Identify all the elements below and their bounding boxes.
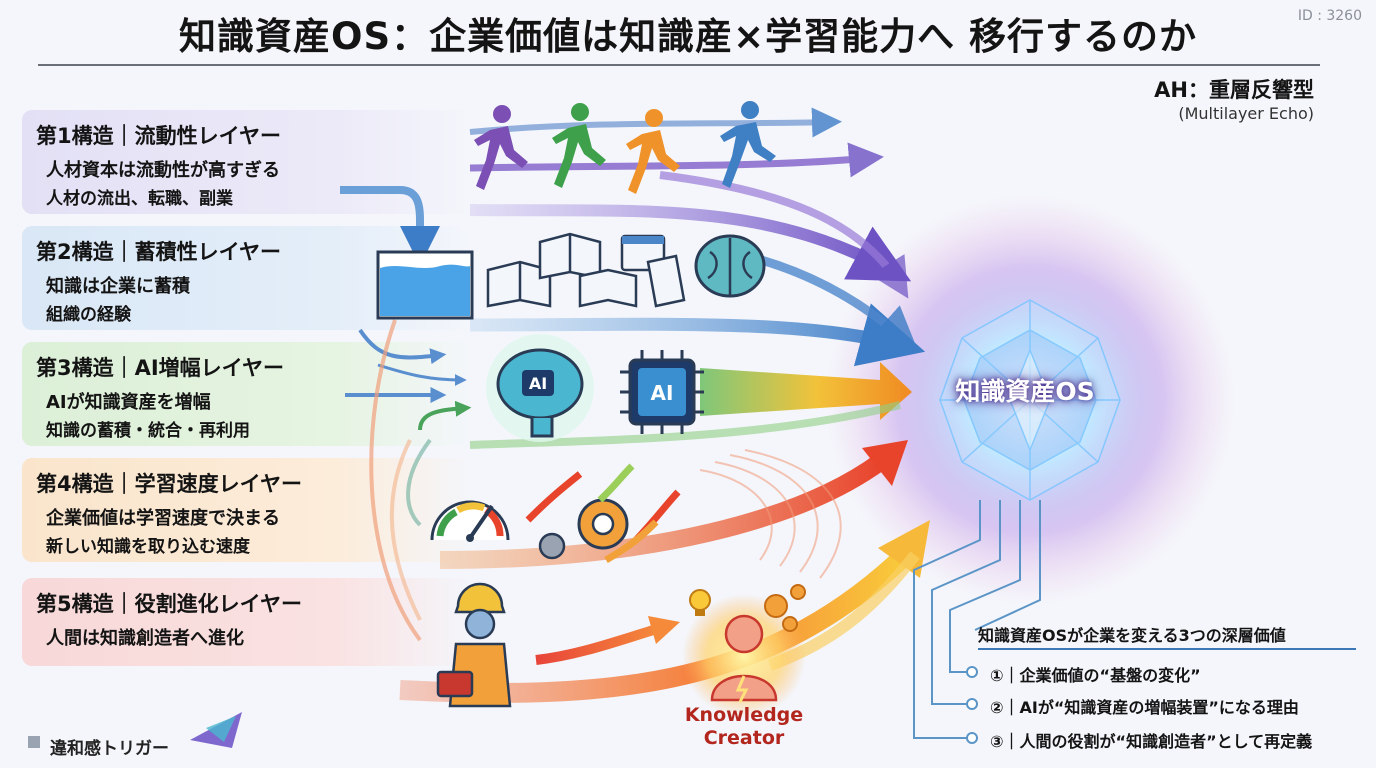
knowledge-creator-line1: Knowledge <box>684 704 804 726</box>
circuit-lines <box>913 500 1041 739</box>
knowledge-creator-line2: Creator <box>703 727 785 749</box>
runner-icon <box>474 101 776 194</box>
layer-2-line2: 組織の経験 <box>46 305 131 325</box>
growth-arrows-icon <box>525 463 681 564</box>
worker-icon <box>436 582 512 708</box>
value-item-3: ③｜人間の役割が“知識創造者”として再定義 <box>990 732 1313 751</box>
speedometer-icon <box>430 500 510 542</box>
layer-2-line1: 知識は企業に蓄積 <box>46 276 190 297</box>
knowledge-os-core <box>939 299 1121 501</box>
bucket-icon <box>376 250 474 320</box>
os-center-label: 知識資産OS <box>955 377 1095 406</box>
knowledge-creator-icon <box>682 594 806 718</box>
gears-icon <box>764 584 806 632</box>
value-item-2: ②｜AIが“知識資産の増幅装置”になる理由 <box>990 698 1299 717</box>
layer-2-title: 第2構造｜蓄積性レイヤー <box>36 240 281 264</box>
layer-3-line1: AIが知識資産を増幅 <box>46 392 211 413</box>
layer-3-line2: 知識の蓄積・統合・再利用 <box>46 421 250 441</box>
brain-icon <box>694 234 766 298</box>
page-id: ID : 3260 <box>1297 8 1362 24</box>
layer-4-line2: 新しい知識を取り込む速度 <box>46 537 250 557</box>
document-icon <box>620 234 686 308</box>
brand-logo-icon <box>28 712 242 748</box>
title-divider <box>38 64 1320 66</box>
layer-4-line1: 企業価値は学習速度で決まる <box>46 508 280 529</box>
knowledge-creator-label: Knowledge Creator <box>664 704 824 750</box>
value-item-1: ①｜企業価値の“基盤の変化” <box>990 666 1201 685</box>
ah-sublabel: (Multilayer Echo) <box>1178 104 1314 123</box>
books-icon <box>486 232 638 308</box>
layer-5-panel: 第5構造｜役割進化レイヤー 人間は知識創造者へ進化 <box>22 578 472 666</box>
layer-4-title: 第4構造｜学習速度レイヤー <box>36 472 302 496</box>
brand-name: 違和感トリガー <box>50 739 169 759</box>
gear-icon <box>538 498 629 560</box>
echo-waves <box>699 449 842 579</box>
ai-brain-icon <box>486 334 594 442</box>
layer-3-title: 第3構造｜AI増幅レイヤー <box>36 356 285 380</box>
ai-brain-text: AI <box>529 374 547 393</box>
values-title: 知識資産OSが企業を変える3つの深層価値 <box>978 626 1286 645</box>
ai-chip-text: AI <box>651 381 674 405</box>
layer-1-title: 第1構造｜流動性レイヤー <box>36 124 281 148</box>
layer-5-title: 第5構造｜役割進化レイヤー <box>36 592 302 616</box>
layer-1-line2: 人材の流出、転職、副業 <box>46 189 233 209</box>
side-arrows <box>345 328 472 431</box>
values-divider <box>978 648 1356 650</box>
layer-3-arrow <box>700 362 912 420</box>
layer-1-line1: 人材資本は流動性が高すぎる <box>46 160 280 181</box>
layer-1-panel: 第1構造｜流動性レイヤー 人材資本は流動性が高すぎる 人材の流出、転職、副業 <box>22 110 472 214</box>
layer-4-panel: 第4構造｜学習速度レイヤー 企業価値は学習速度で決まる 新しい知識を取り込む速度 <box>22 458 472 562</box>
ah-label: AH：重層反響型 <box>1154 78 1314 102</box>
page-title: 知識資産OS：企業価値は知識産×学習能力へ 移行するのか <box>179 15 1197 58</box>
lightbulb-icon <box>689 589 711 616</box>
ai-chip-icon <box>620 350 704 434</box>
layer-5-line1: 人間は知識創造者へ進化 <box>46 628 244 649</box>
